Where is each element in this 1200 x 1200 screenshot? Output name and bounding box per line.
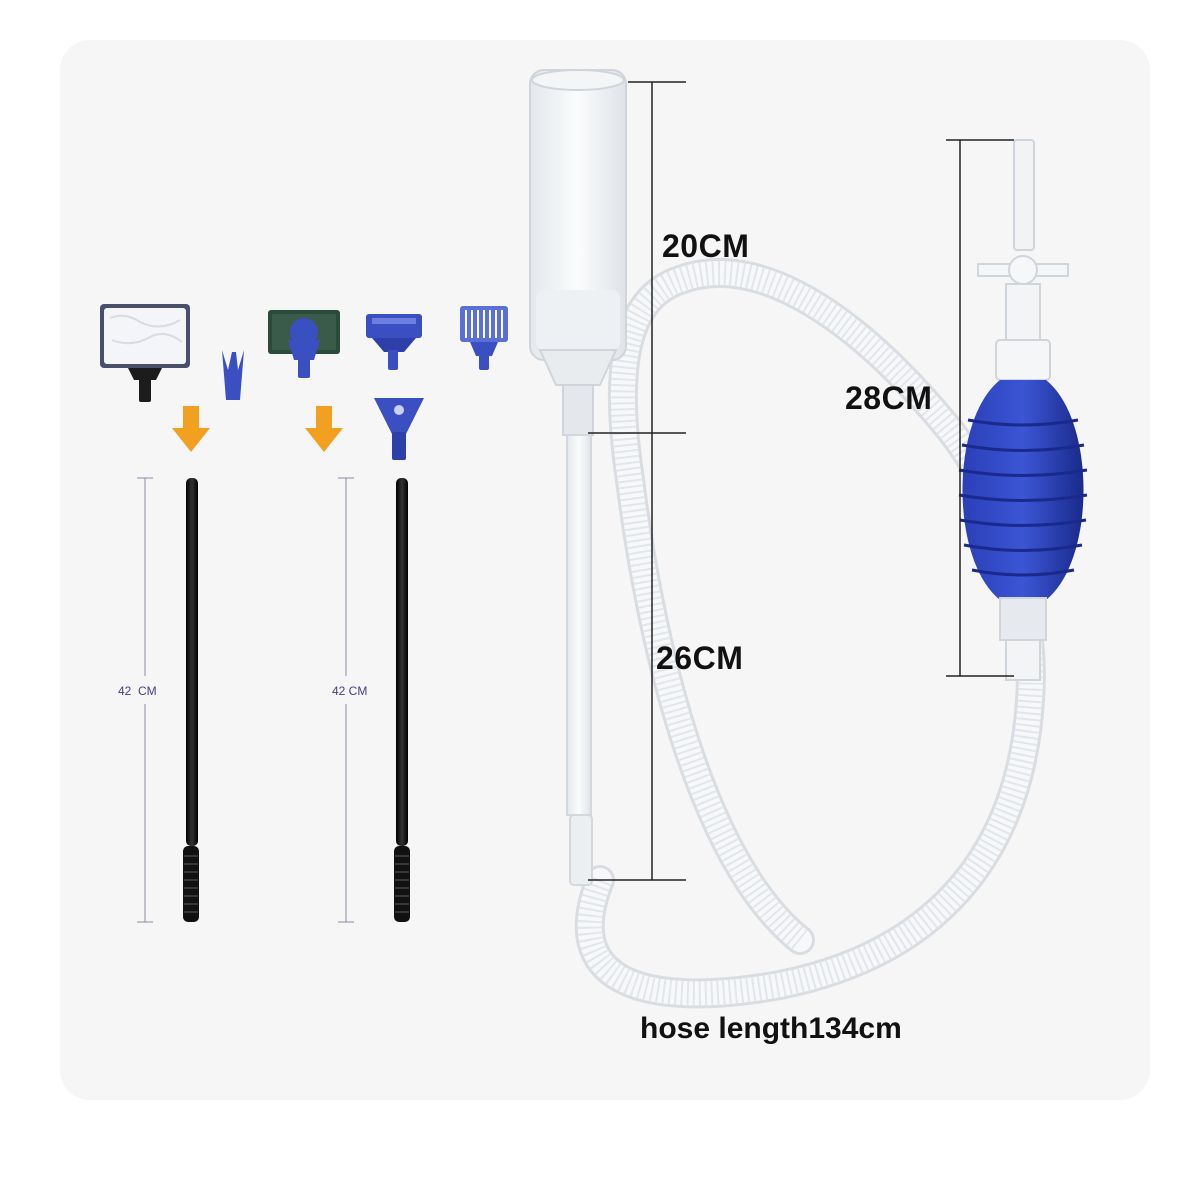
blade-scraper-head [366,314,422,370]
hose [574,258,1046,1009]
down-arrow-icon [172,406,210,452]
comb-rake-head [460,306,508,370]
down-arrow-icon [305,406,343,452]
pump-length-label: 28CM [845,380,933,416]
gravel-scoop-head [374,398,424,460]
tube-dimension-line [588,81,686,881]
pump-dimension-line [946,139,1014,677]
rod-dimension-line-left [137,477,153,923]
squeeze-bulb-pump [958,139,1088,681]
rod-right-length-label: 42 CM [332,684,368,698]
hose-length-caption: hose length134cm [640,1012,902,1045]
siphon-tube [529,69,627,886]
sponge-scraper-head [100,304,190,402]
tube-bottom-length-label: 26CM [656,640,744,676]
rod-left-length-label: 42 CM [118,684,157,698]
fork-connector [222,350,244,400]
extension-rod-right [394,478,410,922]
tube-top-length-label: 20CM [662,228,750,264]
backdrop [60,40,1150,1100]
algae-scraper-head [268,310,340,378]
extension-rod-left [183,478,199,922]
rod-dimension-line-right [338,477,354,923]
